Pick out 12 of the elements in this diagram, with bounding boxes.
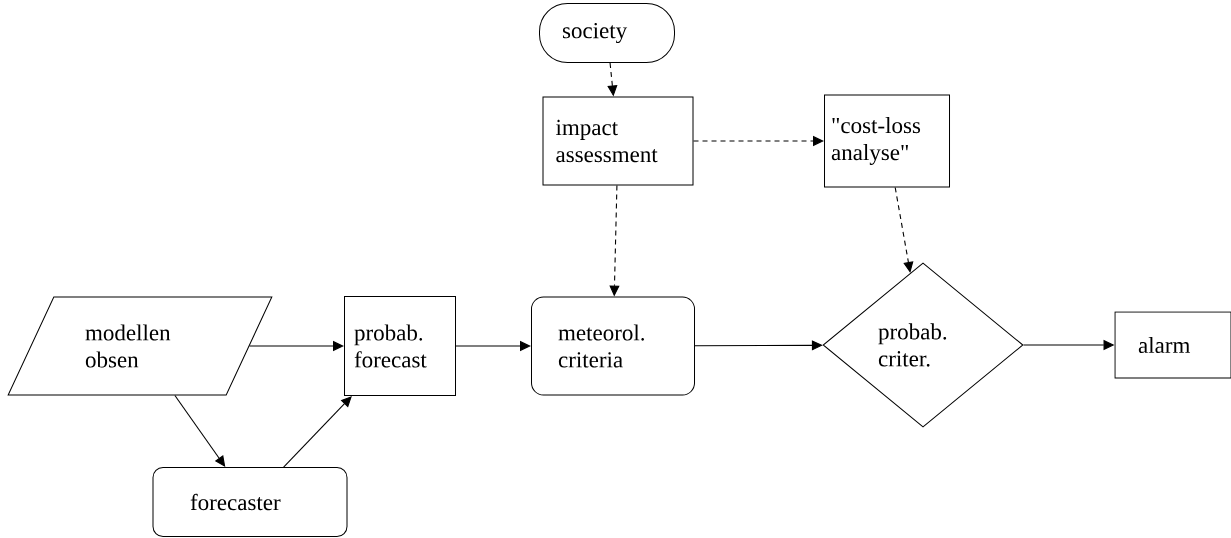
- process-box: meteorol. criteria: [531, 296, 695, 396]
- arrow: [694, 340, 823, 351]
- process-box: "cost-loss analyse": [824, 94, 950, 188]
- process-box: alarm: [1114, 311, 1231, 379]
- process-box: forecaster: [152, 467, 348, 537]
- terminal-box: society: [539, 3, 675, 63]
- process-box: impact assessment: [542, 96, 694, 186]
- process-box: probab. forecast: [344, 296, 456, 396]
- arrow: [174, 394, 226, 467]
- arrow: [894, 186, 914, 273]
- input-parallelogram: modellen obsen: [7, 296, 273, 396]
- arrow: [283, 396, 352, 468]
